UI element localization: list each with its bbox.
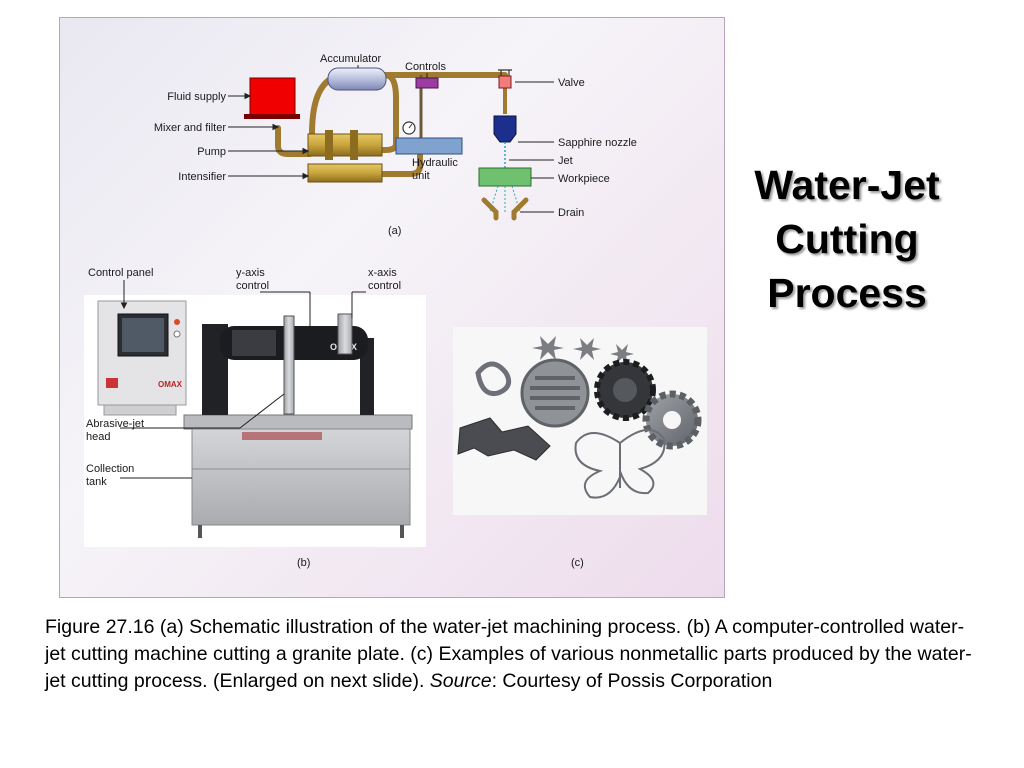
triskelion-part: [475, 361, 512, 397]
snowflake-cutouts: [532, 336, 634, 364]
label-collection-tank: tank: [86, 476, 107, 488]
label-controls: Controls: [405, 61, 446, 73]
round-grate-part: [520, 358, 590, 428]
collection-tank: [191, 428, 411, 526]
caption-source-label: Source: [429, 670, 492, 692]
panel-b-tag: (b): [297, 557, 310, 569]
label-fluid-supply: Fluid supply: [167, 91, 226, 103]
figure-caption: Figure 27.16 (a) Schematic illustration …: [45, 614, 975, 695]
figure-frame: Fluid supply Mixer and filter Pump Inten…: [59, 17, 725, 598]
caption-source-text: : Courtesy of Possis Corporation: [491, 670, 773, 692]
label-y-axis: y-axis: [236, 267, 265, 279]
pump-body: [307, 133, 383, 157]
bracket-part: [457, 417, 551, 461]
panel-c-parts: (c): [453, 327, 707, 569]
valve-block: [498, 75, 512, 89]
drain-funnel: [481, 197, 529, 221]
pipe-network: [275, 72, 508, 177]
sapphire-nozzle: [493, 115, 517, 143]
label-control-panel: Control panel: [88, 267, 153, 279]
label-hydraulic-unit: unit: [412, 170, 430, 182]
accumulator-cylinder: [327, 67, 387, 91]
label-accumulator: Accumulator: [320, 53, 381, 65]
label-abrasive-jet: Abrasive-jet: [86, 418, 144, 430]
panel-a-tag: (a): [388, 225, 401, 237]
label-intensifier: Intensifier: [178, 171, 226, 183]
label-collection: Collection: [86, 463, 134, 475]
label-y-axis-control: control: [236, 280, 269, 292]
label-x-axis-control: control: [368, 280, 401, 292]
abrasive-jet-head: [283, 315, 295, 415]
label-drain: Drain: [558, 207, 584, 219]
label-pump: Pump: [197, 146, 226, 158]
label-valve: Valve: [558, 77, 585, 89]
cabinet-brand: OMAX: [158, 380, 183, 389]
figure-illustration: Fluid supply Mixer and filter Pump Inten…: [84, 53, 707, 569]
machine-table: [183, 414, 413, 430]
label-hydraulic: Hydraulic: [412, 157, 458, 169]
panel-c-tag: (c): [571, 557, 584, 569]
label-sapphire-nozzle: Sapphire nozzle: [558, 137, 637, 149]
workpiece-block: [478, 167, 532, 187]
label-workpiece: Workpiece: [558, 173, 610, 185]
intensifier-body: [307, 163, 383, 183]
panel-b-machine: OMAX OMAX Control pa: [84, 267, 426, 569]
hydraulic-unit-box: [395, 137, 463, 155]
label-mixer-filter: Mixer and filter: [154, 122, 226, 134]
label-abrasive-jet-head: head: [86, 431, 110, 443]
caption-text: Figure 27.16 (a) Schematic illustration …: [45, 616, 972, 692]
label-jet: Jet: [558, 155, 573, 167]
fluid-supply-tank: [249, 77, 296, 117]
label-x-axis: x-axis: [368, 267, 397, 279]
controls-box: [415, 77, 439, 89]
slide-title: Water-Jet Cutting Process: [754, 162, 940, 316]
butterfly-part: [574, 429, 666, 499]
panel-a-schematic: Fluid supply Mixer and filter Pump Inten…: [154, 53, 637, 237]
